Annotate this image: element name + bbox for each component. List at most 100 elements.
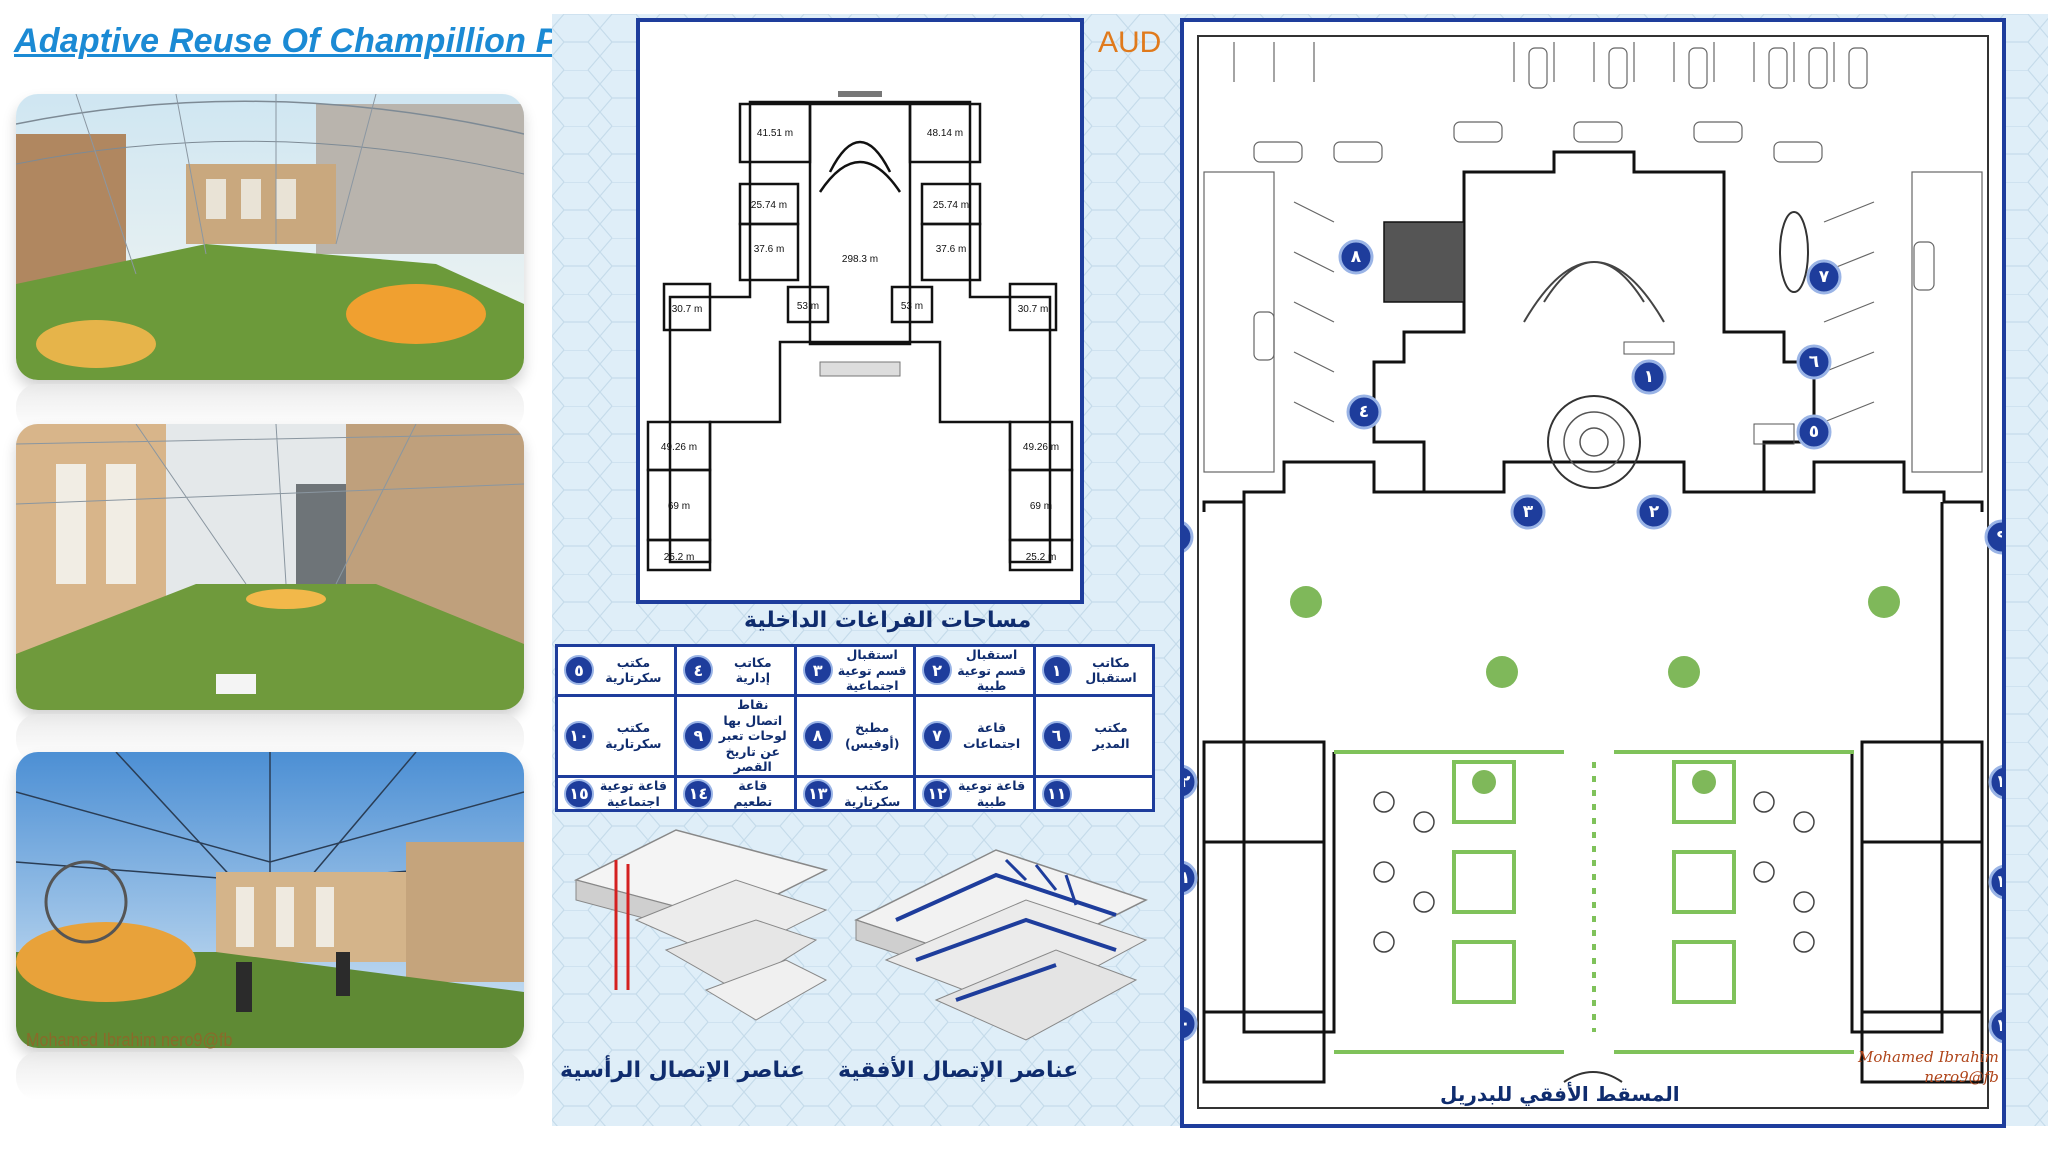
legend-label: مكتب سكرتارية xyxy=(844,778,901,809)
legend-cell: ٤ مكاتب إدارية xyxy=(677,647,794,694)
legend-number: ١٣ xyxy=(802,778,833,809)
signature-handle: nero9@fb xyxy=(1924,1067,1999,1086)
room-badge: ٣ xyxy=(1510,494,1546,530)
legend-label: مكاتب إدارية xyxy=(733,654,772,686)
legend-label: قاعة توعية طبية xyxy=(958,778,1026,809)
legend-label: استقبال قسم توعية اجتماعية xyxy=(837,647,907,694)
area-label: 25.74 m xyxy=(933,200,969,211)
legend-label: قاعة اجتماعات xyxy=(962,720,1021,751)
room-badge: ٢ xyxy=(1636,494,1672,530)
area-label: 49.26 m xyxy=(1023,442,1059,453)
legend-label: مكتب المدير xyxy=(1092,720,1130,751)
svg-text:٤: ٤ xyxy=(1359,402,1369,422)
legend-label: مكتب سكرتارية xyxy=(605,720,662,751)
svg-text:١: ١ xyxy=(1644,367,1654,387)
svg-text:١١: ١١ xyxy=(1184,868,1190,888)
legend-number: ٦ xyxy=(1041,720,1072,751)
area-label: 25.74 m xyxy=(751,200,787,211)
room-badge: ٩ xyxy=(1158,519,1194,555)
meeting-table xyxy=(1779,211,1809,293)
legend-label: استقبال قسم توعية طبية xyxy=(957,647,1026,694)
seating-groups xyxy=(1373,791,1815,953)
signature-name: Mohamed Ibrahim xyxy=(1858,1048,1999,1066)
svg-text:٩: ٩ xyxy=(1997,527,2002,547)
room-badge: ١٤ xyxy=(1988,764,2024,800)
circulation-diagrams xyxy=(573,829,1148,1041)
area-label: 49.26 m xyxy=(661,442,697,453)
svg-text:٢: ٢ xyxy=(1649,502,1660,522)
room-badge: ١٢ xyxy=(1162,764,1198,800)
parking-area xyxy=(1203,42,1983,473)
kitchen-room xyxy=(1383,221,1465,303)
author-signature: Mohamed Ibrahim nero9@fb xyxy=(1858,1048,1999,1087)
legend-cell: ١٣ مكتب سكرتارية xyxy=(796,778,914,810)
room-badge: ١٠ xyxy=(1162,1006,1198,1042)
render-credit: Mohamed Ibrahim nero9@fb xyxy=(26,1030,233,1050)
legend-number: ٧ xyxy=(922,720,953,751)
svg-text:١٣: ١٣ xyxy=(1996,872,2002,892)
legend-number: ١٥ xyxy=(564,778,594,809)
aud-label: AUD xyxy=(1098,26,1162,59)
interior-areas-panel: 41.51 m 48.14 m 25.74 m 25.74 m 37.6 m 3… xyxy=(636,18,1084,604)
legend-number: ٢ xyxy=(922,655,953,686)
ground-floor-plan-panel: ١ ٢ ٣ ٤ ٥ ٦ ٧ ٨ ٩ ٩ ١٠ ١١ ١٢ ١٢ ١٣ ١٤ ١٥ xyxy=(1158,18,2024,1128)
legend-number: ٣ xyxy=(802,655,833,686)
render-column xyxy=(0,80,545,1152)
legend-cell: ١٤ قاعة تطعيم xyxy=(677,778,794,810)
area-label: 37.6 m xyxy=(754,244,785,255)
room-badge: ٦ xyxy=(1796,344,1832,380)
legend-number: ١٤ xyxy=(683,778,714,809)
building-walls xyxy=(1202,150,1984,1084)
page-title[interactable]: Adaptive Reuse Of Champillion Palace xyxy=(14,22,645,60)
legend-number: ١١ xyxy=(1041,778,1072,809)
area-label: 25.2 m xyxy=(664,552,695,563)
entrance-arc xyxy=(1563,1071,1623,1083)
room-badge: ١ xyxy=(1631,359,1667,395)
legend-label: مكاتب استقبال xyxy=(1085,654,1137,686)
legend-cell: ١٠ مكتب سكرتارية xyxy=(558,696,675,775)
area-label: 48.14 m xyxy=(927,128,963,139)
area-label: 53 m xyxy=(797,301,819,312)
room-badge: ١٢ xyxy=(1988,1008,2024,1044)
central-hall-circle xyxy=(1547,395,1641,489)
svg-text:١٤: ١٤ xyxy=(1996,772,2002,792)
area-labels: 41.51 m 48.14 m 25.74 m 25.74 m 37.6 m 3… xyxy=(661,128,1059,563)
svg-text:١٢: ١٢ xyxy=(1996,1016,2002,1036)
grand-stair xyxy=(1523,261,1665,323)
garden-beds xyxy=(1334,750,1854,1054)
render-image-3 xyxy=(16,752,524,1048)
area-label: 69 m xyxy=(1030,501,1052,512)
room-badge: ٧ xyxy=(1806,259,1842,295)
svg-text:١٢: ١٢ xyxy=(1184,772,1191,792)
room-badge: ١٣ xyxy=(1988,864,2024,900)
legend-cell: ٦ مكتب المدير xyxy=(1035,696,1152,775)
area-label: 25.2 m xyxy=(1026,552,1057,563)
interior-areas-title: مساحات الفراغات الداخلية xyxy=(744,608,1032,633)
svg-text:٦: ٦ xyxy=(1809,352,1819,372)
legend-number: ٥ xyxy=(564,655,594,686)
room-badge: ٥ xyxy=(1796,414,1832,450)
svg-text:٥: ٥ xyxy=(1809,422,1819,442)
area-label: 41.51 m xyxy=(757,128,793,139)
legend-number: ١٠ xyxy=(564,720,594,751)
ground-floor-plan: ١ ٢ ٣ ٤ ٥ ٦ ٧ ٨ ٩ ٩ ١٠ ١١ ١٢ ١٢ ١٣ ١٤ ١٥ xyxy=(1158,35,2024,1109)
horizontal-circulation-diagram xyxy=(854,849,1148,1041)
legend-number: ١٢ xyxy=(922,778,953,809)
legend-number: ٩ xyxy=(683,720,714,751)
render-reflection-3 xyxy=(16,1052,524,1100)
legend-label: قاعة تطعيم xyxy=(733,778,773,809)
legend-number: ٤ xyxy=(683,655,714,686)
ground-plan-title: المسقط الأفقي للبدريل xyxy=(1440,1082,1680,1106)
area-label: 69 m xyxy=(668,501,690,512)
room-badge: ١١ xyxy=(1162,860,1198,896)
legend-label: نقاط اتصال بها لوحات تعبر عن تاريخ القصر xyxy=(718,696,787,775)
